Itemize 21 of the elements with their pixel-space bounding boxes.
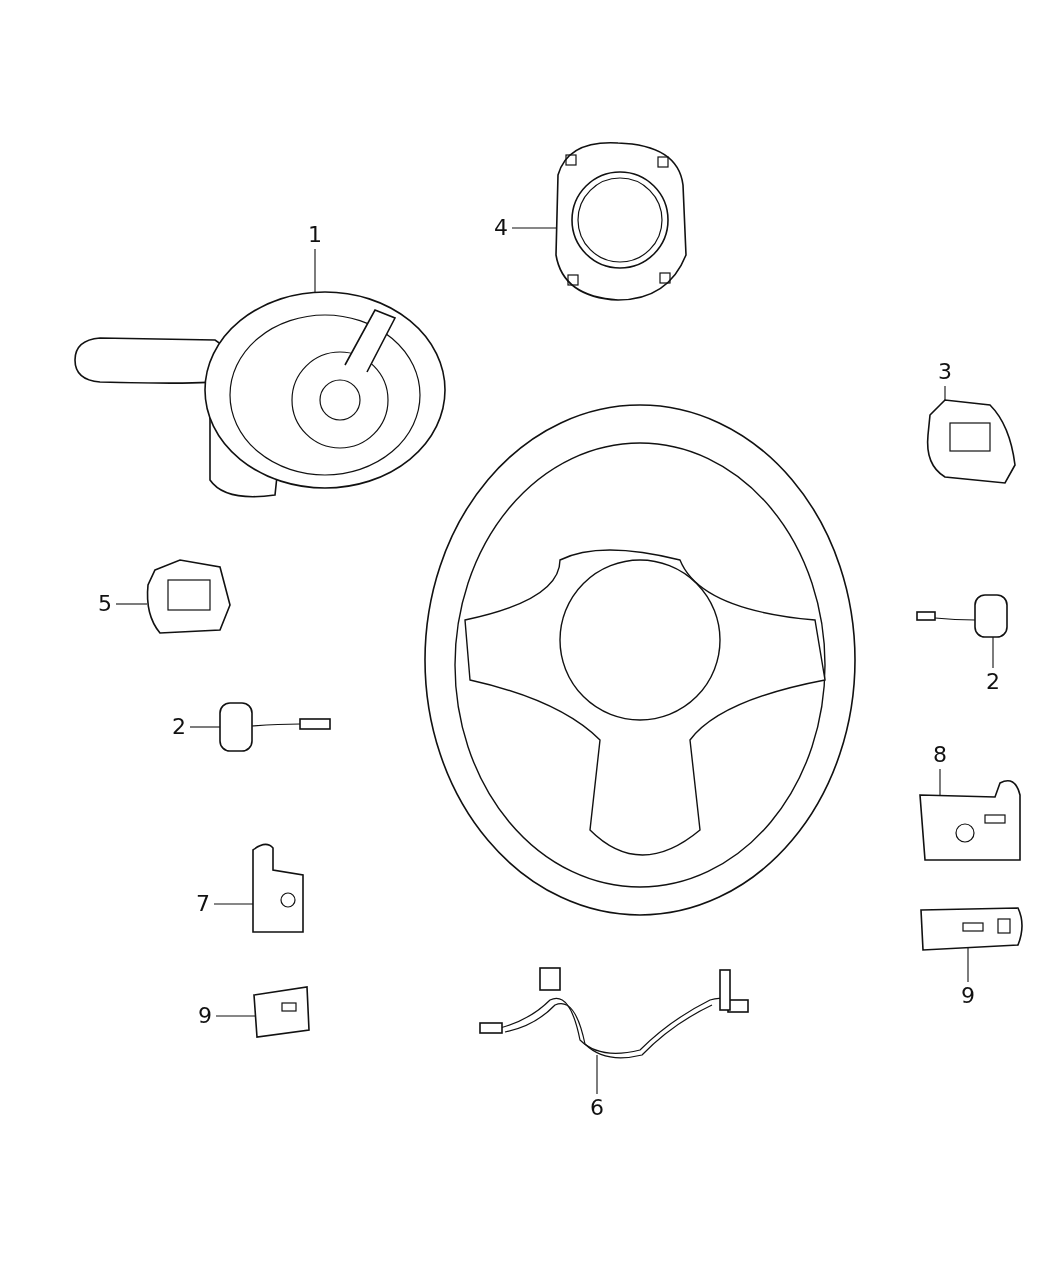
callout-number: 1 [304,221,326,249]
leader-line [115,603,148,605]
callout-number: 2 [168,713,190,741]
leader-line [944,385,946,401]
leader-line [967,947,969,983]
switch-cover-drawing [252,985,312,1040]
leader-line [596,1054,598,1095]
callout-number: 9 [957,982,979,1010]
callout-number: 7 [192,890,214,918]
leader-line [992,636,994,669]
leader-line [189,726,221,728]
callout-number: 3 [934,358,956,386]
leader-line [314,248,316,294]
leader-line [939,768,941,797]
callout-number: 4 [490,214,512,242]
callout-number: 5 [94,590,116,618]
callout-number: 6 [586,1094,608,1122]
callout-number: 8 [929,741,951,769]
leader-line [213,903,254,905]
callout-number: 9 [194,1002,216,1030]
callout-number: 2 [982,668,1004,696]
